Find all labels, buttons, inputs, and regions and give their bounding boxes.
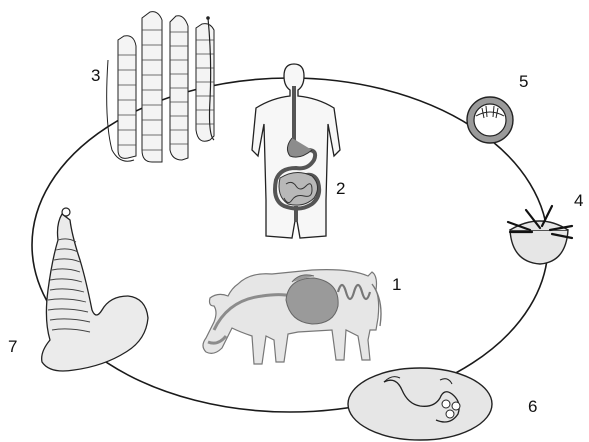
label-stage-1: 1 [392,275,401,294]
egg-icon [467,97,513,143]
human-body-icon [252,64,340,238]
cow-icon [203,270,381,364]
evaginated-scolex-icon [42,208,148,371]
cysticercus-in-muscle-icon [348,368,492,440]
label-stage-7: 7 [8,337,17,356]
label-stage-5: 5 [519,72,528,91]
label-stage-3: 3 [91,66,100,85]
label-stage-4: 4 [574,191,583,210]
adult-tapeworm-icon [107,12,214,162]
oncosphere-icon [508,206,572,264]
label-stage-2: 2 [336,179,345,198]
label-stage-6: 6 [528,397,537,416]
